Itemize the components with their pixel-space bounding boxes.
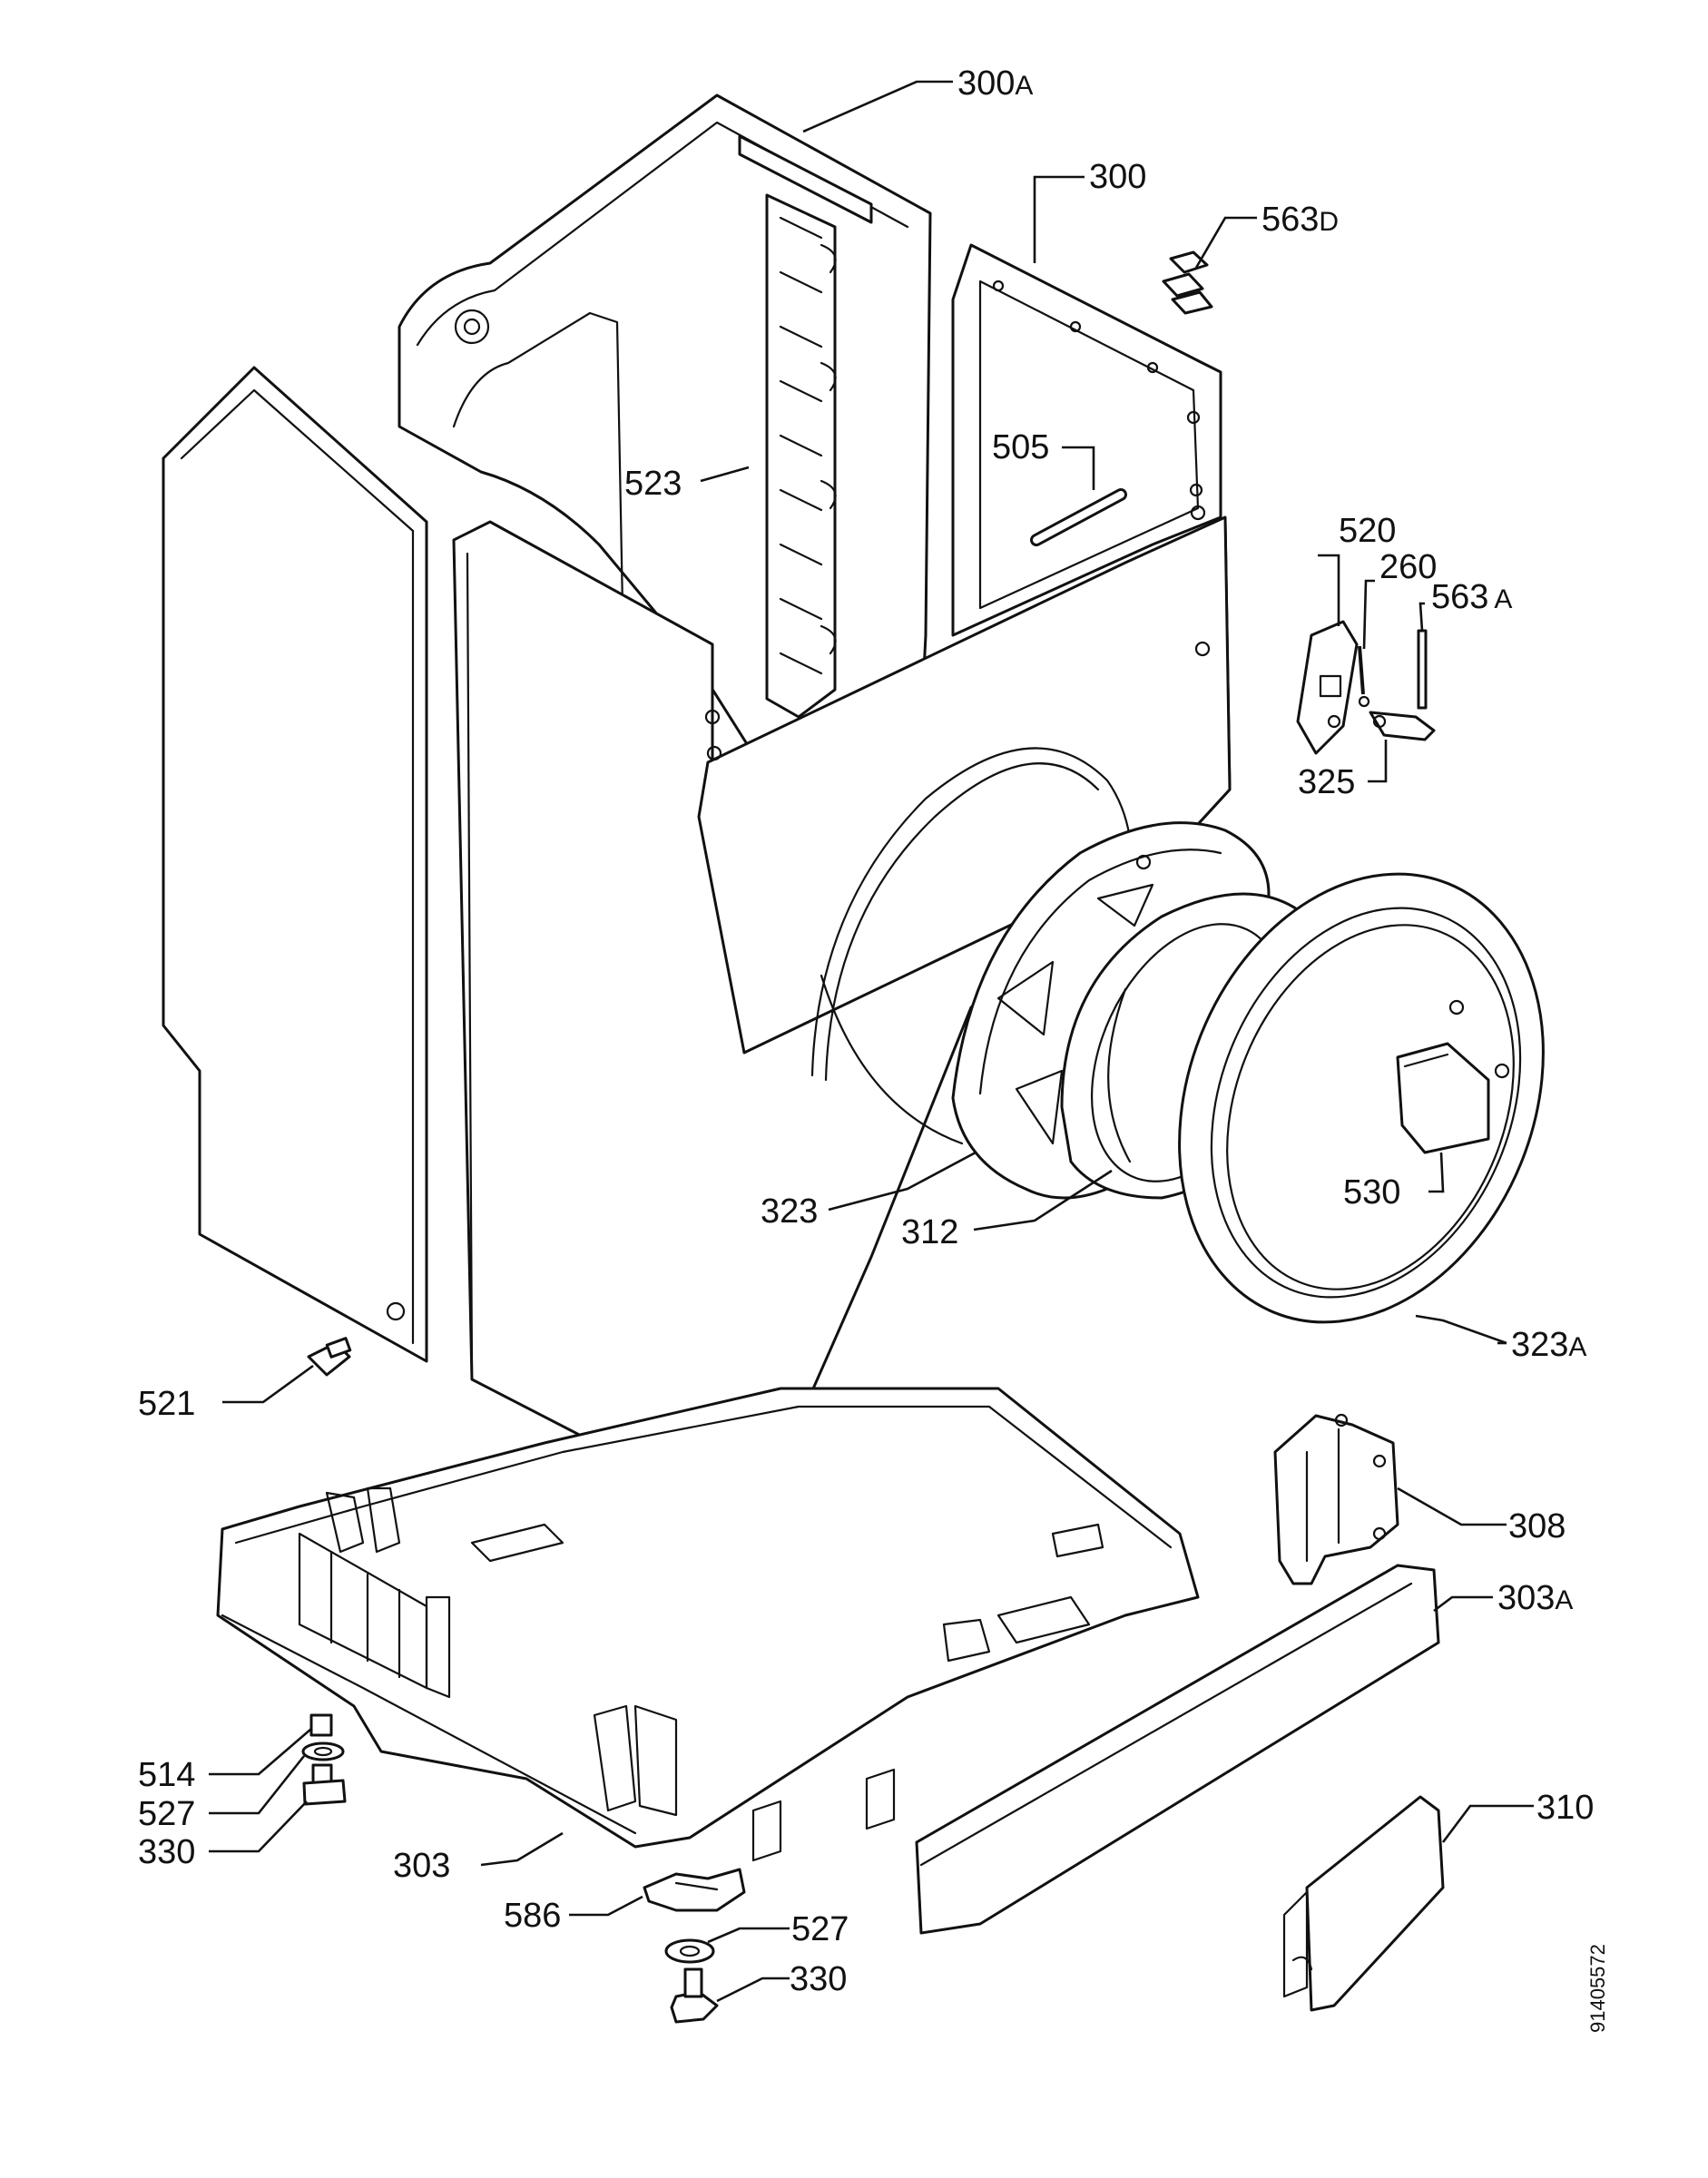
base-frame [216, 1387, 1200, 1862]
cable-clip-strip [765, 193, 837, 719]
label-323: 323 [761, 1192, 818, 1231]
rod-part [1030, 488, 1127, 546]
foot-part [643, 1868, 746, 1912]
label-521: 521 [138, 1385, 195, 1423]
label-563d: 563D [1261, 201, 1339, 239]
cabinet-right-frame [951, 243, 1222, 637]
filter-flap [1282, 1795, 1445, 2012]
label-330-right: 330 [790, 1960, 847, 1998]
cabinet-left-panel [162, 366, 428, 1363]
screw-part [307, 1337, 352, 1377]
label-527-left: 527 [138, 1795, 195, 1833]
leader-lines [209, 80, 1534, 2003]
label-300a: 300A [957, 64, 1033, 103]
label-330-left: 330 [138, 1833, 195, 1871]
label-523: 523 [624, 465, 682, 503]
label-323a: 323A [1511, 1326, 1586, 1364]
hinge-bracket [1273, 1413, 1399, 1585]
label-260: 260 [1379, 548, 1437, 586]
label-530: 530 [1343, 1173, 1400, 1212]
label-308: 308 [1508, 1507, 1566, 1545]
label-514: 514 [138, 1756, 195, 1794]
hinge-clips [1162, 250, 1213, 315]
label-300: 300 [1089, 158, 1146, 196]
foot-parts-left [301, 1713, 347, 1806]
label-527-right: 527 [791, 1910, 849, 1948]
label-312: 312 [901, 1213, 958, 1251]
label-325: 325 [1298, 763, 1355, 801]
document-number: 91405572 [1586, 1944, 1609, 2033]
label-520: 520 [1339, 512, 1396, 550]
label-303a: 303A [1497, 1579, 1573, 1617]
door-hinge-parts [1296, 620, 1436, 755]
label-310: 310 [1536, 1789, 1594, 1827]
label-505: 505 [992, 428, 1049, 466]
kick-panel [915, 1564, 1440, 1935]
label-303: 303 [393, 1847, 450, 1885]
cabinet-front-panel [452, 505, 1232, 1526]
door-outer-ring [1178, 872, 1545, 1324]
door-handle [1396, 1042, 1490, 1154]
bolt-right [670, 1967, 719, 2024]
washer-right [664, 1938, 715, 1964]
label-586: 586 [504, 1897, 561, 1935]
